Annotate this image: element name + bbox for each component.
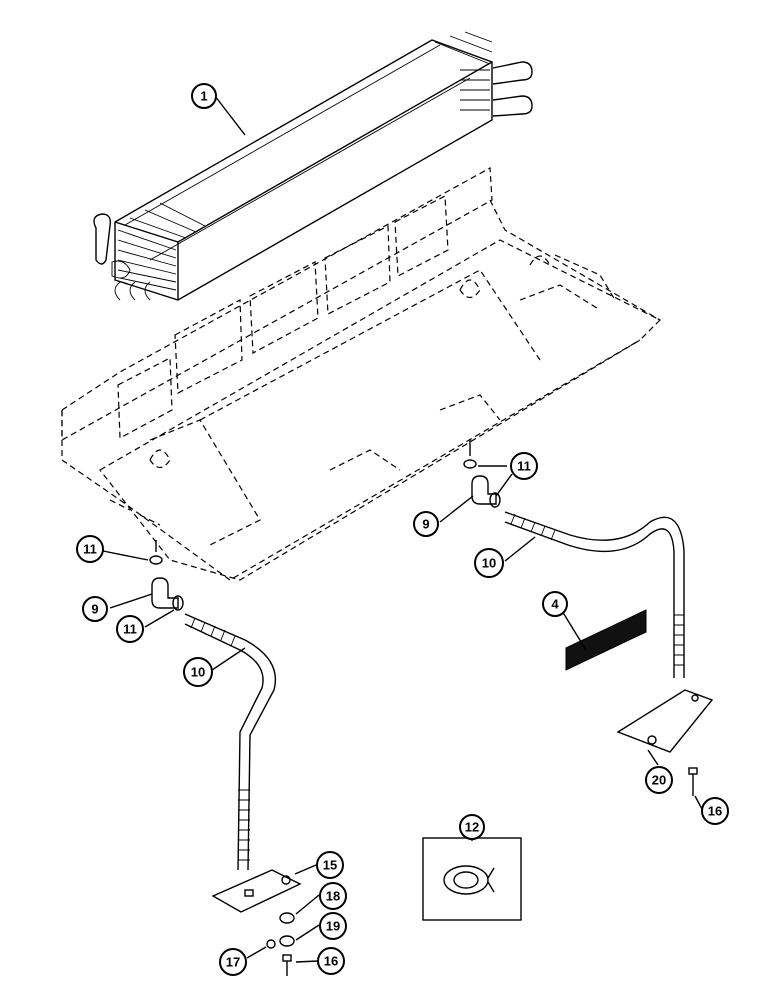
clamp-right-upper: [463, 440, 477, 469]
callout-9: 9: [82, 596, 108, 622]
clamp-left-lower: [172, 595, 184, 611]
callout-10: 10: [474, 548, 504, 578]
callout-17: 17: [219, 948, 247, 976]
svg-text:15: 15: [323, 858, 337, 873]
drain-hose-left: [184, 613, 277, 871]
callout-20: 20: [645, 766, 673, 794]
elbow-right: [471, 475, 497, 505]
evaporator-core: [93, 31, 533, 301]
callout-16: 16: [317, 947, 345, 975]
elbow-left: [151, 577, 179, 609]
clamp-right-lower: [489, 492, 501, 508]
svg-text:19: 19: [326, 919, 340, 934]
svg-text:9: 9: [422, 517, 429, 532]
leader-lines: [102, 95, 704, 963]
callout-10: 10: [183, 657, 213, 687]
bracket-bottom: [211, 869, 302, 913]
callout-18: 18: [319, 882, 347, 910]
callout-1: 1: [191, 83, 217, 109]
svg-text:11: 11: [83, 542, 97, 557]
svg-text:18: 18: [326, 889, 340, 904]
callout-19: 19: [319, 912, 347, 940]
insulation-pad: [565, 609, 647, 671]
hardware-stack: [266, 912, 295, 976]
screw-right: [688, 767, 698, 796]
svg-text:1: 1: [200, 89, 207, 104]
svg-text:16: 16: [708, 804, 722, 819]
svg-text:17: 17: [226, 955, 240, 970]
callout-4: 4: [542, 591, 568, 617]
evaporator-housing: [61, 167, 662, 581]
svg-text:12: 12: [465, 820, 479, 835]
svg-text:11: 11: [517, 459, 531, 474]
callout-11: 11: [116, 615, 144, 643]
clamp-left-upper: [149, 540, 163, 565]
svg-text:20: 20: [652, 773, 666, 788]
svg-text:16: 16: [324, 954, 338, 969]
svg-text:9: 9: [91, 602, 98, 617]
callout-11: 11: [76, 535, 104, 563]
callout-9: 9: [413, 511, 439, 537]
plug-box: [422, 837, 522, 921]
drain-hose-right: [504, 511, 685, 678]
callout-12: 12: [459, 814, 485, 840]
svg-text:4: 4: [551, 597, 559, 612]
callout-16: 16: [701, 797, 729, 825]
svg-text:10: 10: [191, 665, 205, 680]
bracket-right: [616, 689, 714, 753]
callout-15: 15: [316, 851, 344, 879]
svg-text:10: 10: [482, 556, 496, 571]
svg-text:11: 11: [123, 622, 137, 637]
callout-11: 11: [510, 452, 538, 480]
